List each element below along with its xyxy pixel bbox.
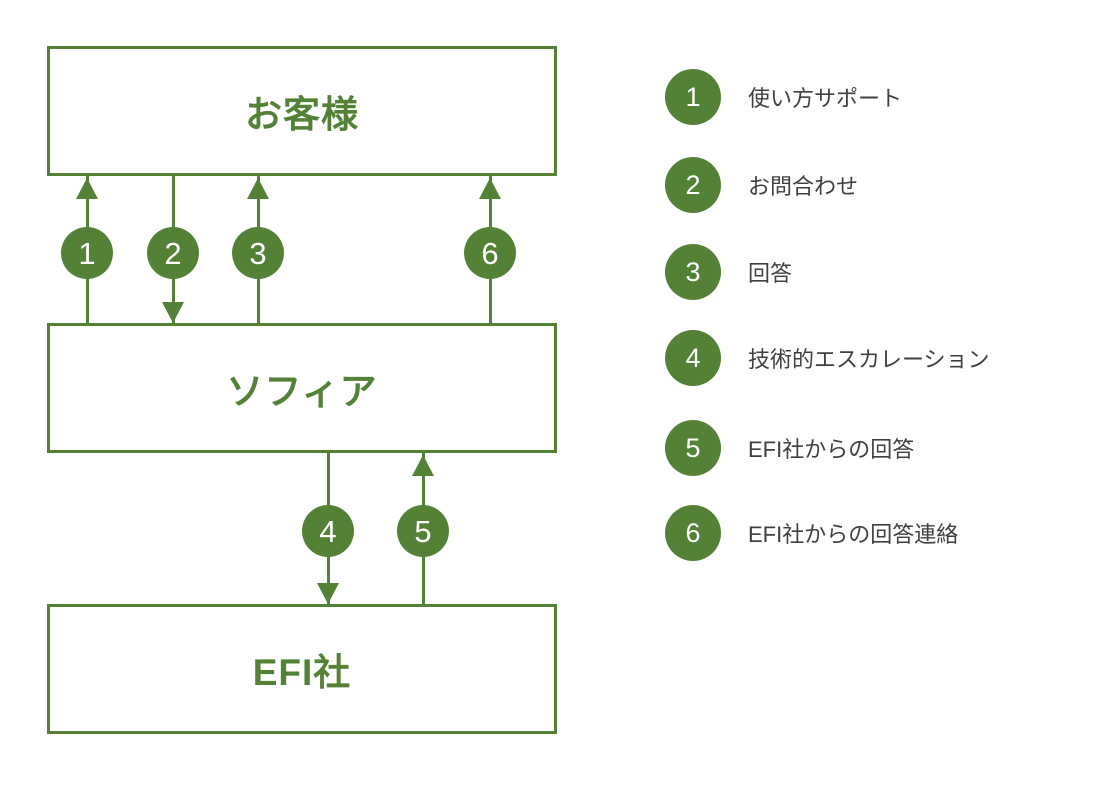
legend-number-1: 1 (685, 81, 701, 112)
diagram-step-number-3: 3 (249, 235, 267, 271)
legend-item-4: 4 技術的エスカレーション (665, 330, 990, 386)
box-efi: EFI社 (47, 604, 557, 734)
diagram-step-circle-3: 3 (232, 227, 284, 279)
legend-item-6: 6 EFI社からの回答連絡 (665, 505, 958, 561)
legend-label-2: お問合わせ (748, 174, 859, 199)
box-sophia-label: ソフィア (226, 371, 378, 412)
legend-number-3: 3 (685, 256, 701, 287)
arrow-2-down-arrowhead-icon (162, 302, 184, 323)
diagram-step-number-2: 2 (164, 235, 182, 271)
diagram-step-number-6: 6 (481, 235, 499, 271)
legend-item-3: 3 回答 (665, 244, 792, 300)
arrow-5-up-arrowhead-icon (412, 455, 434, 476)
legend-circle-5: 5 (665, 420, 721, 476)
legend-label-1: 使い方サポート (748, 86, 903, 111)
legend-number-6: 6 (685, 517, 701, 548)
diagram-step-number-1: 1 (78, 235, 96, 271)
legend-number-5: 5 (685, 432, 701, 463)
box-customer: お客様 (47, 46, 557, 176)
legend-label-3: 回答 (748, 261, 793, 286)
legend-circle-3: 3 (665, 244, 721, 300)
arrow-1-up-arrowhead-icon (76, 178, 98, 199)
legend-item-2: 2 お問合わせ (665, 157, 858, 213)
arrow-4-down-arrowhead-icon (317, 583, 339, 604)
legend-circle-6: 6 (665, 505, 721, 561)
legend-number-4: 4 (685, 342, 701, 373)
legend-circle-2: 2 (665, 157, 721, 213)
legend-circle-1: 1 (665, 69, 721, 125)
legend-label-5: EFI社からの回答 (748, 437, 915, 462)
legend-circle-4: 4 (665, 330, 721, 386)
legend-number-2: 2 (685, 169, 701, 200)
legend-label-6: EFI社からの回答連絡 (748, 522, 959, 547)
diagram-step-number-5: 5 (414, 513, 432, 549)
diagram-step-number-4: 4 (319, 513, 337, 549)
diagram-step-circle-2: 2 (147, 227, 199, 279)
box-customer-label: お客様 (245, 94, 359, 135)
box-sophia: ソフィア (47, 323, 557, 453)
diagram-step-circle-5: 5 (397, 505, 449, 557)
arrow-3-up-arrowhead-icon (247, 178, 269, 199)
legend-label-4: 技術的エスカレーション (748, 347, 990, 372)
legend-item-1: 1 使い方サポート (665, 69, 902, 125)
diagram-step-circle-4: 4 (302, 505, 354, 557)
box-efi-label: EFI社 (252, 652, 352, 693)
diagram-step-circle-1: 1 (61, 227, 113, 279)
diagram-step-circle-6: 6 (464, 227, 516, 279)
legend-item-5: 5 EFI社からの回答 (665, 420, 914, 476)
arrow-6-up-arrowhead-icon (479, 178, 501, 199)
